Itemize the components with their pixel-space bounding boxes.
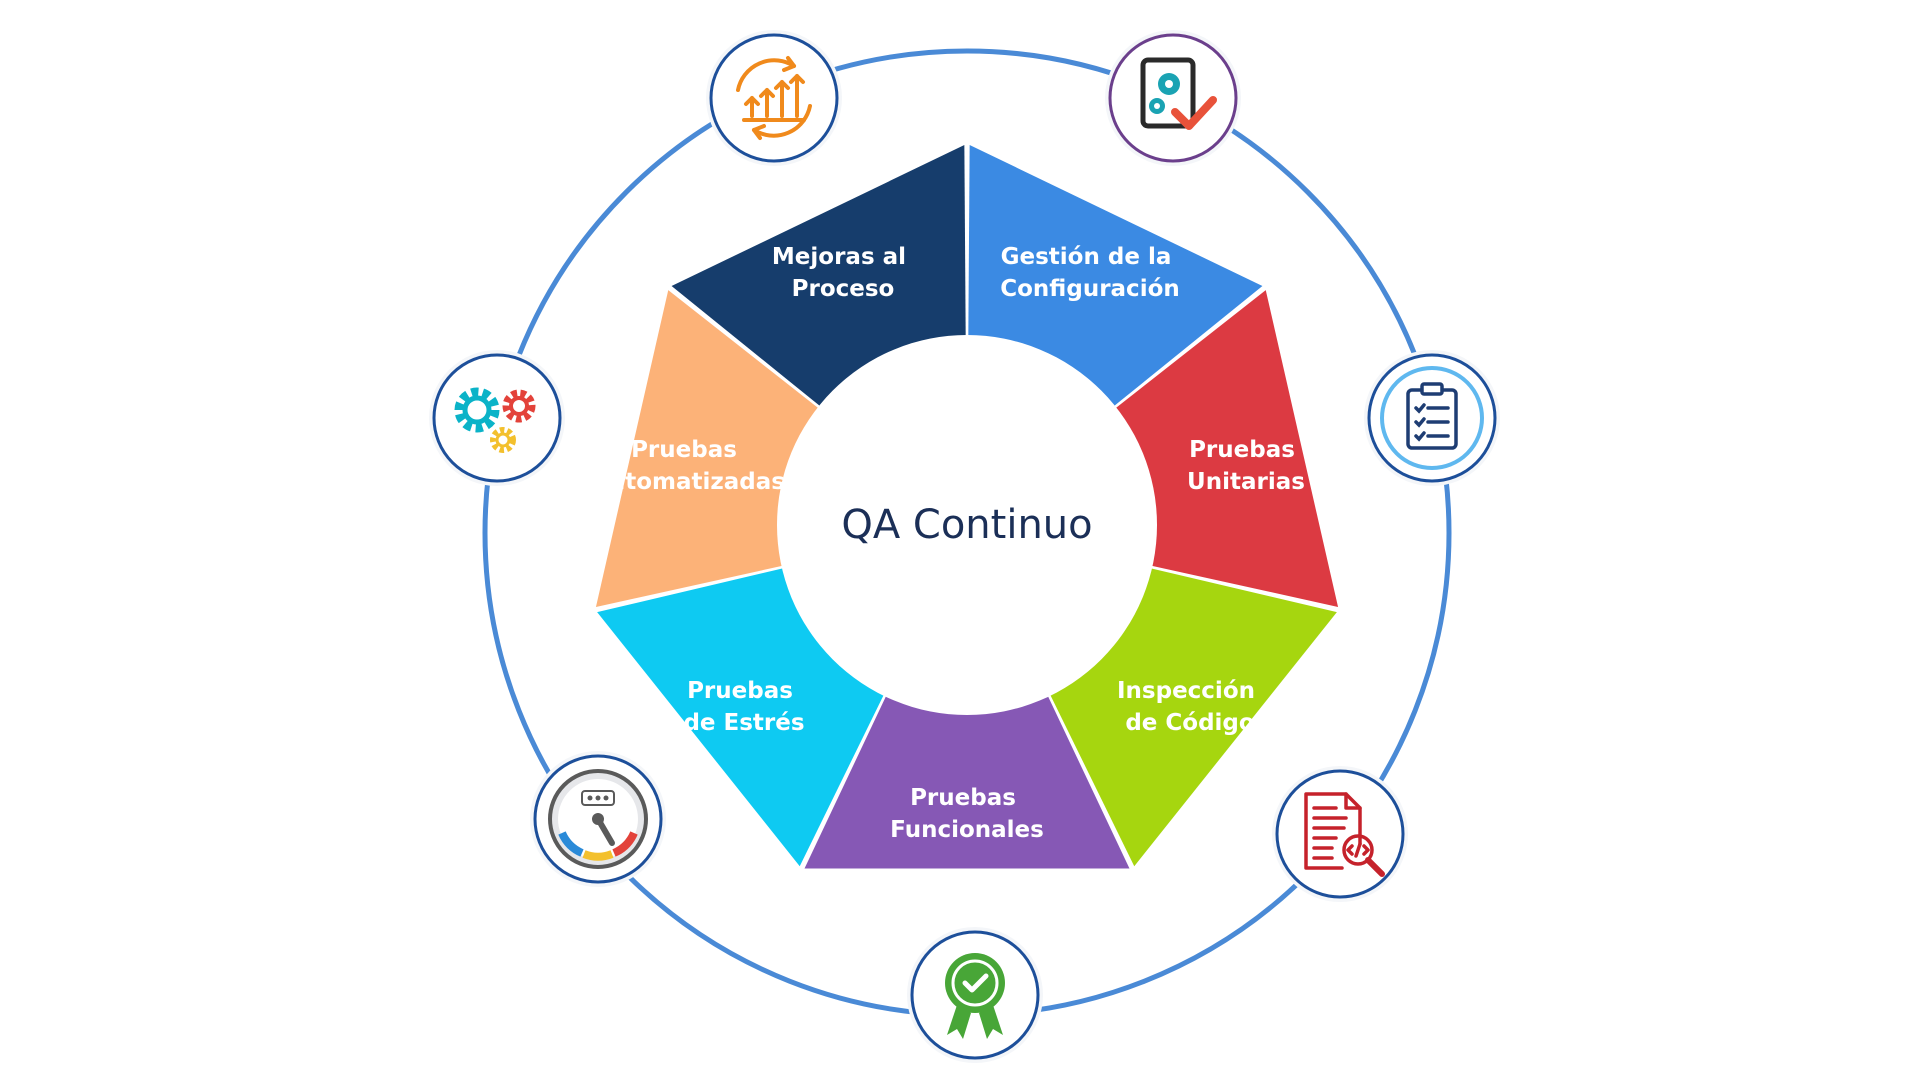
segment-label-unitarias: Pruebas Unitarias <box>1187 437 1305 495</box>
segment-unitarias <box>1108 290 1339 607</box>
process-improvement-icon <box>736 56 812 140</box>
clipboard-checklist-icon <box>1406 382 1458 450</box>
segment-label-funcionales: Pruebas Funcionales <box>890 785 1044 843</box>
speedometer-icon <box>548 769 648 869</box>
segment-label-inspeccion: Inspección de Código <box>1117 678 1263 736</box>
badge-code-inspection <box>1272 766 1408 902</box>
segment-inspeccion <box>1046 566 1337 867</box>
center-title: QA Continuo <box>841 502 1092 548</box>
segment-label-mejoras: Mejoras al Proceso <box>772 244 914 302</box>
segment-configuracion <box>968 145 1263 412</box>
segment-label-automatizadas: Pruebas Automatizadas <box>591 437 785 495</box>
segment-funcionales <box>804 687 1130 869</box>
segment-automatizadas <box>595 290 826 607</box>
code-inspection-icon <box>1304 792 1385 877</box>
segment-estres <box>597 566 888 867</box>
badge-gears <box>429 350 565 486</box>
segment-mejoras <box>671 145 966 412</box>
segment-wheel <box>595 145 1339 869</box>
badge-speedometer <box>530 751 666 887</box>
configuration-check-icon <box>1140 57 1217 130</box>
quality-badge-icon <box>945 953 1005 1039</box>
badge-checklist <box>1364 350 1500 486</box>
segment-label-estres: Pruebas de Estrés <box>683 678 804 736</box>
badge-configuration <box>1105 30 1241 166</box>
gears-icon <box>454 387 536 453</box>
badge-process-improvement <box>706 30 842 166</box>
segment-label-configuracion: Gestión de la Configuración <box>1000 244 1180 302</box>
badge-quality <box>907 927 1043 1063</box>
segment-labels: Gestión de la Configuración Pruebas Unit… <box>591 244 1305 843</box>
center-hub <box>777 335 1157 715</box>
icon-badges <box>429 30 1500 1063</box>
